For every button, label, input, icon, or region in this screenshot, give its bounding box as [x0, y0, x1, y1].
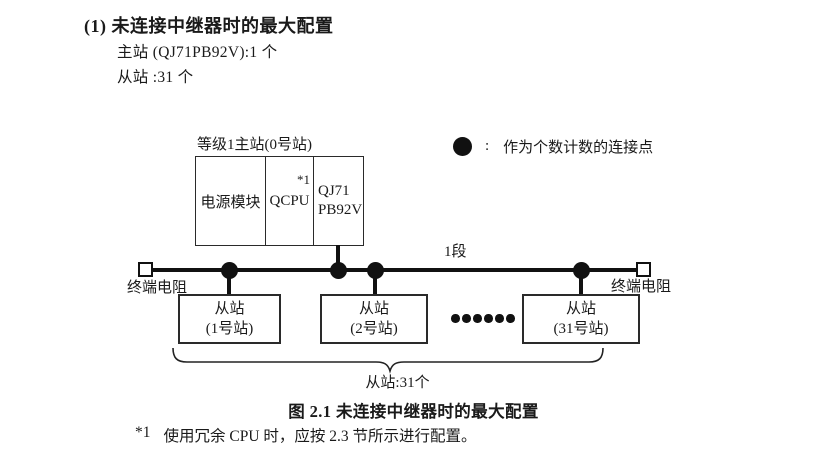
slave1-line2: (1号站): [205, 321, 254, 337]
ellipsis-dot: [473, 314, 482, 323]
ellipsis-dot: [506, 314, 515, 323]
ellipsis-dot: [451, 314, 460, 323]
bus-line: [152, 268, 636, 272]
slave-station-31-box: 从站 (31号站): [522, 294, 640, 344]
master-station-box: 电源模块 *1 QCPU QJ71 PB92V: [195, 156, 364, 246]
legend-separator: :: [485, 138, 490, 154]
legend: : 作为个数计数的连接点: [453, 136, 653, 157]
connection-point-dot: [367, 262, 384, 279]
terminating-resistor-right-icon: [636, 262, 651, 277]
slave2-line1: 从站: [358, 301, 389, 317]
pb92v-text-line2: PB92V: [318, 202, 363, 218]
slave2-drop-line: [373, 270, 377, 295]
pb92v-cell: QJ71 PB92V: [314, 157, 363, 245]
slave-station-2-box: 从站 (2号站): [320, 294, 428, 344]
section-heading: (1) 未连接中继器时的最大配置: [84, 16, 334, 36]
connection-point-dot: [573, 262, 590, 279]
slave31-line1: 从站: [565, 301, 596, 317]
qcpu-text: QCPU: [269, 192, 310, 209]
slave-count-line: 从站 :31 个: [117, 69, 194, 86]
terminating-resistor-left-icon: [138, 262, 153, 277]
slave-station-1-box: 从站 (1号站): [178, 294, 281, 344]
ellipsis-dot: [484, 314, 493, 323]
figure-caption: 图 2.1 未连接中继器时的最大配置: [288, 402, 539, 421]
master-count-line: 主站 (QJ71PB92V):1 个: [117, 44, 278, 61]
qcpu-footnote-ref: *1: [297, 172, 310, 187]
master-drop-line: [336, 245, 340, 270]
slave2-line2: (2号站): [350, 321, 398, 337]
slave-total-label: 从站:31个: [365, 375, 430, 391]
terminating-resistor-right-label: 终端电阻: [611, 279, 672, 295]
pb92v-text-line1: QJ71: [318, 183, 350, 199]
underbrace: [172, 347, 604, 374]
slave1-line1: 从站: [214, 301, 245, 317]
slave1-drop-line: [227, 270, 231, 295]
ellipsis-dot: [495, 314, 504, 323]
power-module-cell: 电源模块: [196, 157, 266, 245]
ellipsis-dot: [462, 314, 471, 323]
terminating-resistor-left-label: 终端电阻: [127, 280, 188, 296]
footnote-text: 使用冗余 CPU 时，应按 2.3 节所示进行配置。: [163, 428, 477, 445]
footnote-marker: *1: [135, 424, 151, 441]
power-module-text: 电源模块: [200, 194, 261, 211]
connection-point-dot: [330, 262, 347, 279]
qcpu-cell: *1 QCPU: [266, 157, 314, 245]
footnote: *1 使用冗余 CPU 时，应按 2.3 节所示进行配置。: [135, 424, 477, 446]
segment-label: 1段: [444, 244, 467, 260]
slave31-line2: (31号站): [553, 321, 609, 337]
connection-point-legend-icon: [453, 137, 472, 156]
connection-point-dot: [221, 262, 238, 279]
legend-text: 作为个数计数的连接点: [503, 140, 654, 156]
master-station-label: 等级1主站(0号站): [197, 137, 312, 153]
slave31-drop-line: [579, 270, 583, 295]
ellipsis-dots: [451, 314, 515, 323]
